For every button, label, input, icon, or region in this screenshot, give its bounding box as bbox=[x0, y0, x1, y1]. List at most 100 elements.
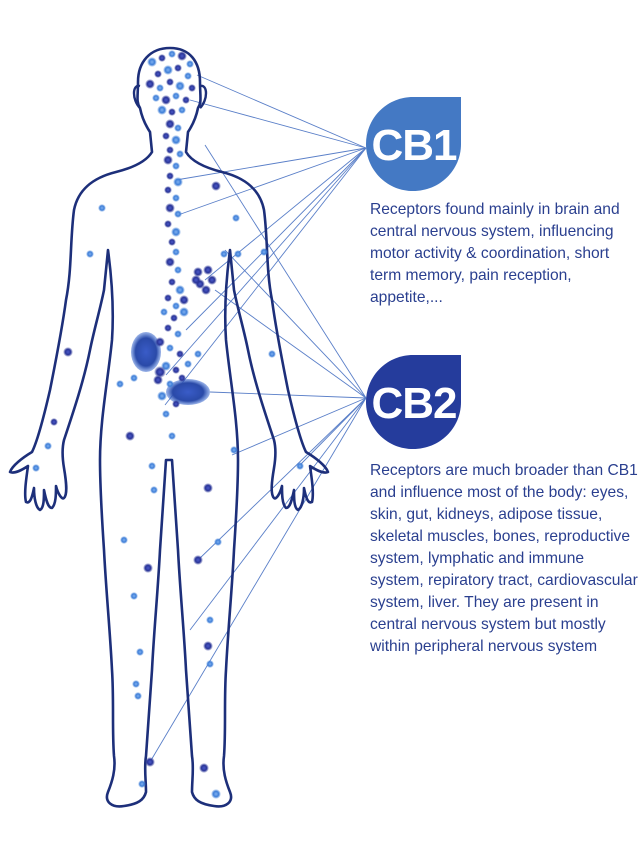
receptor-dot bbox=[145, 757, 155, 767]
receptor-dot bbox=[163, 65, 173, 75]
receptor-dot bbox=[162, 410, 170, 418]
connector-line bbox=[196, 74, 367, 149]
receptor-dot bbox=[138, 780, 146, 788]
receptor-dot bbox=[143, 563, 153, 573]
receptor-dot bbox=[184, 360, 192, 368]
body-outline bbox=[8, 46, 330, 808]
receptor-dot bbox=[177, 51, 187, 61]
receptor-dot bbox=[188, 84, 196, 92]
receptor-dot bbox=[162, 132, 170, 140]
cb1-description: Receptors found mainly in brain and cent… bbox=[370, 201, 620, 306]
receptor-dot bbox=[173, 177, 183, 187]
receptor-dot bbox=[152, 94, 160, 102]
receptor-dot bbox=[171, 227, 181, 237]
receptor-dot bbox=[165, 119, 175, 129]
receptor-dot bbox=[175, 285, 185, 295]
cb2-badge: CB2 bbox=[366, 355, 461, 449]
receptor-dot bbox=[164, 220, 172, 228]
receptor-dot bbox=[166, 380, 174, 388]
cb2-label: CB2 bbox=[371, 379, 456, 428]
receptor-dot bbox=[168, 50, 176, 58]
connector-line bbox=[197, 397, 367, 561]
receptor-dot bbox=[172, 92, 180, 100]
receptor-dot bbox=[154, 366, 166, 378]
receptor-dot bbox=[168, 432, 176, 440]
receptor-dot bbox=[168, 108, 176, 116]
receptor-dot bbox=[165, 257, 175, 267]
receptor-dot bbox=[203, 483, 213, 493]
receptor-dot bbox=[172, 302, 180, 310]
connector-line bbox=[177, 147, 367, 216]
receptor-dot bbox=[86, 250, 94, 258]
receptor-dot bbox=[132, 680, 140, 688]
receptor-dot bbox=[174, 330, 182, 338]
receptor-dot bbox=[175, 81, 185, 91]
receptor-dot bbox=[166, 172, 174, 180]
connector-lines bbox=[149, 74, 367, 763]
receptor-dot bbox=[136, 648, 144, 656]
receptor-dot bbox=[191, 275, 201, 285]
receptor-dot bbox=[145, 79, 155, 89]
receptor-dot bbox=[234, 250, 242, 258]
receptor-dot bbox=[32, 464, 40, 472]
receptor-dot bbox=[203, 265, 213, 275]
receptor-dot bbox=[154, 70, 162, 78]
connector-line bbox=[231, 397, 367, 456]
connector-line bbox=[189, 99, 367, 149]
receptor-dot bbox=[174, 64, 182, 72]
receptor-dot bbox=[163, 155, 173, 165]
connector-line bbox=[214, 289, 367, 399]
receptor-dot bbox=[220, 250, 228, 258]
receptor-dot bbox=[182, 96, 190, 104]
receptor-dot bbox=[199, 763, 209, 773]
receptor-dot bbox=[207, 275, 217, 285]
receptor-dot bbox=[179, 295, 189, 305]
receptor-dot bbox=[130, 374, 138, 382]
right-ear bbox=[199, 84, 208, 109]
liver-blob bbox=[131, 332, 161, 372]
receptor-dot bbox=[172, 162, 180, 170]
connector-line bbox=[175, 147, 367, 181]
receptor-dot bbox=[171, 135, 181, 145]
receptor-dot bbox=[211, 789, 221, 799]
receptor-dot bbox=[176, 150, 184, 158]
connector-line bbox=[224, 249, 367, 399]
receptor-dot bbox=[130, 592, 138, 600]
gut-blob bbox=[166, 379, 210, 405]
receptor-dot bbox=[148, 462, 156, 470]
receptor-dot bbox=[268, 350, 276, 358]
connector-line bbox=[204, 144, 367, 399]
connector-line bbox=[189, 397, 367, 631]
receptor-dot bbox=[186, 60, 194, 68]
receptor-dot bbox=[98, 204, 106, 212]
receptor-dot bbox=[296, 462, 304, 470]
receptor-dot bbox=[232, 214, 240, 222]
receptor-dot bbox=[174, 124, 182, 132]
receptor-dot bbox=[156, 84, 164, 92]
receptor-dot bbox=[184, 72, 192, 80]
receptor-dot bbox=[206, 616, 214, 624]
connector-line bbox=[164, 147, 367, 406]
receptor-dot bbox=[164, 186, 172, 194]
receptor-dot bbox=[178, 374, 186, 382]
receptor-dot bbox=[134, 692, 142, 700]
receptor-dot bbox=[172, 248, 180, 256]
receptor-dot bbox=[158, 54, 166, 62]
connector-line bbox=[185, 147, 367, 331]
receptor-dot bbox=[172, 366, 180, 374]
receptor-dot bbox=[176, 350, 184, 358]
receptor-dot bbox=[165, 203, 175, 213]
receptor-dot bbox=[203, 641, 213, 651]
receptor-dot bbox=[179, 307, 189, 317]
receptor-dot bbox=[194, 350, 202, 358]
receptor-dot bbox=[157, 105, 167, 115]
receptor-dot bbox=[161, 95, 171, 105]
receptor-dot bbox=[44, 442, 52, 450]
receptor-dot bbox=[172, 400, 180, 408]
receptor-dot bbox=[166, 78, 174, 86]
receptor-dot bbox=[201, 285, 211, 295]
receptor-dot bbox=[164, 294, 172, 302]
receptor-dot bbox=[120, 536, 128, 544]
receptor-dot bbox=[155, 337, 165, 347]
